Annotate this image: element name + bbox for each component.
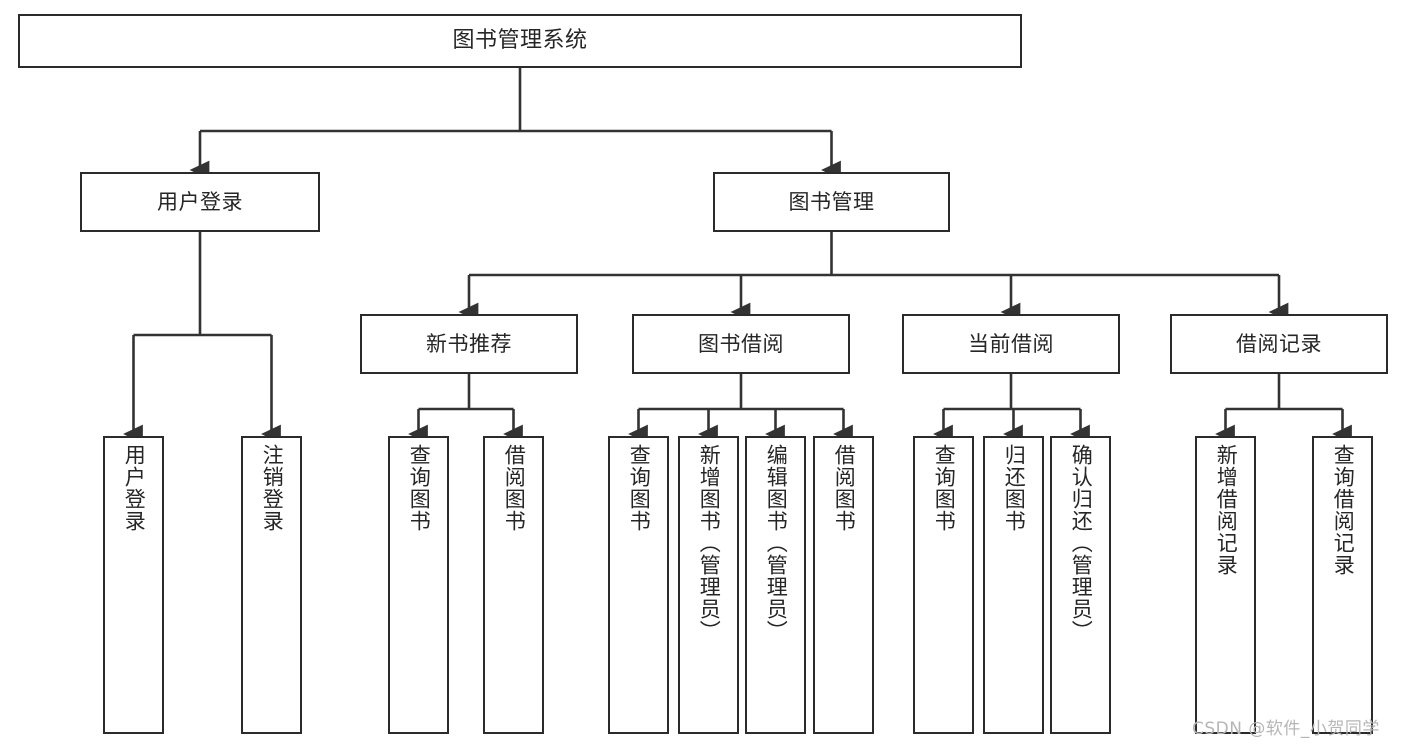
node-label: 新书推荐 (426, 331, 512, 356)
node-leaf-11[interactable]: 确认归还（管理员） (1050, 436, 1111, 734)
node-bookmgmt[interactable]: 图书管理 (713, 172, 950, 232)
node-label: 用户登录 (122, 444, 147, 532)
node-leaf-6[interactable]: 新增图书（管理员） (678, 436, 739, 734)
node-leaf-4[interactable]: 借阅图书 (483, 436, 544, 734)
node-label: 确认归还（管理员） (1069, 444, 1094, 642)
node-label: 查询图书 (627, 444, 652, 532)
node-label: 图书管理系统 (452, 28, 588, 54)
node-leaf-5[interactable]: 查询图书 (608, 436, 669, 734)
node-leaf-1[interactable]: 用户登录 (103, 436, 164, 734)
node-login[interactable]: 用户登录 (80, 172, 320, 232)
node-label: 新增图书（管理员） (697, 444, 722, 642)
node-leaf-8[interactable]: 借阅图书 (813, 436, 874, 734)
node-leaf-12[interactable]: 新增借阅记录 (1195, 436, 1256, 734)
node-leaf-13[interactable]: 查询借阅记录 (1312, 436, 1373, 734)
node-root[interactable]: 图书管理系统 (18, 14, 1022, 68)
node-label: 图书借阅 (698, 331, 784, 356)
node-current[interactable]: 当前借阅 (902, 314, 1120, 374)
edges-group (123, 68, 1352, 444)
node-label: 查询借阅记录 (1331, 444, 1356, 576)
node-label: 查询图书 (407, 444, 432, 532)
node-label: 查询图书 (932, 444, 957, 532)
node-newbook[interactable]: 新书推荐 (360, 314, 578, 374)
node-records[interactable]: 借阅记录 (1170, 314, 1388, 374)
node-label: 借阅图书 (832, 444, 857, 532)
node-leaf-7[interactable]: 编辑图书（管理员） (745, 436, 806, 734)
node-label: 归还图书 (1002, 444, 1027, 532)
node-label: 编辑图书（管理员） (764, 444, 789, 642)
node-borrow[interactable]: 图书借阅 (632, 314, 850, 374)
csdn-watermark: CSDN @软件_小贺同学 (1192, 719, 1380, 739)
node-label: 借阅记录 (1236, 331, 1322, 356)
node-leaf-2[interactable]: 注销登录 (241, 436, 302, 734)
node-label: 图书管理 (788, 189, 875, 214)
node-leaf-9[interactable]: 查询图书 (913, 436, 974, 734)
node-leaf-3[interactable]: 查询图书 (388, 436, 449, 734)
node-label: 新增借阅记录 (1214, 444, 1239, 576)
node-label: 当前借阅 (968, 331, 1054, 356)
node-label: 注销登录 (260, 444, 285, 532)
node-leaf-10[interactable]: 归还图书 (983, 436, 1044, 734)
node-label: 用户登录 (157, 189, 243, 214)
node-label: 借阅图书 (502, 444, 527, 532)
